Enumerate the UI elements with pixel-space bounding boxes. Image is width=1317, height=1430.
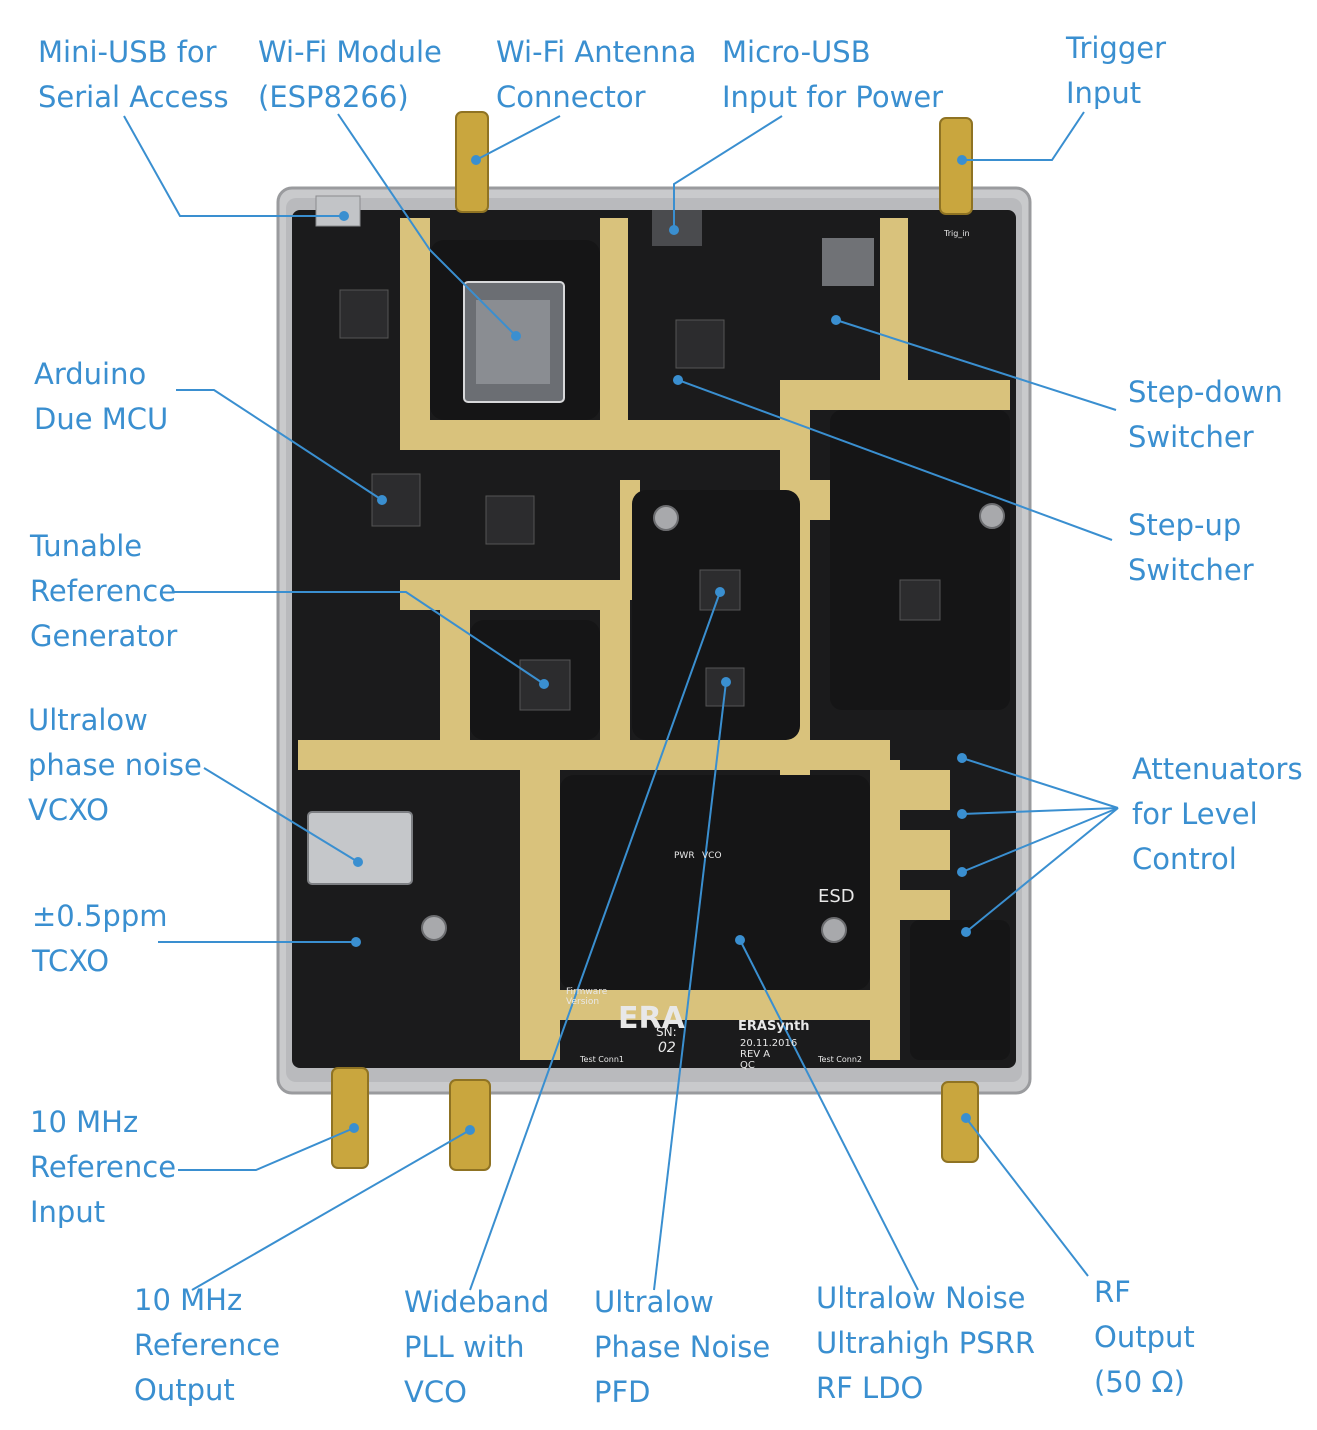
board-pwr: PWR bbox=[674, 851, 695, 861]
board-firmware-1: Firmware bbox=[566, 987, 608, 997]
gold-plane bbox=[298, 218, 1010, 1060]
board-serial: 02 bbox=[658, 1040, 676, 1056]
leader-lines bbox=[123, 111, 1119, 1291]
board-qc: QC bbox=[740, 1060, 755, 1071]
board-serial-label: SN: bbox=[656, 1025, 677, 1039]
board-test-conn1: Test Conn1 bbox=[579, 1055, 624, 1064]
board-product: ERASynth bbox=[738, 1019, 810, 1034]
label-wifi-module: Wi-Fi Module(ESP8266) bbox=[258, 35, 442, 114]
board-esd: ESD bbox=[818, 886, 855, 907]
board-test-conn2: Test Conn2 bbox=[817, 1055, 862, 1064]
board-date: 20.11.2016 bbox=[740, 1038, 797, 1049]
board-trig-in: Trig_in bbox=[943, 229, 970, 238]
board-brand: ERA bbox=[618, 1001, 686, 1036]
board-firmware-2: Version bbox=[566, 997, 599, 1007]
vcxo-can bbox=[307, 811, 413, 885]
board-revision: REV A bbox=[740, 1049, 770, 1060]
board-vco: VCO bbox=[702, 851, 722, 861]
